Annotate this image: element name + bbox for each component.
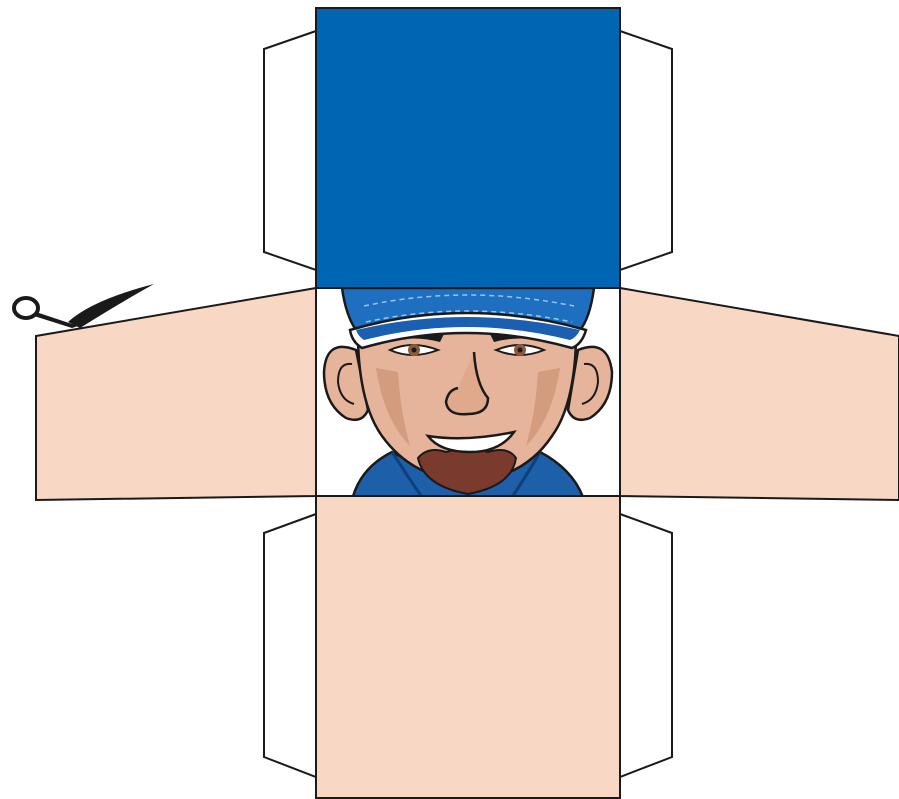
top-panel <box>316 8 620 288</box>
glue-flap-bottom-right <box>620 514 672 777</box>
glue-flap-bottom-left <box>264 514 316 777</box>
right-side-panel <box>620 288 899 500</box>
bottom-panel <box>316 496 620 798</box>
glue-flap-top-left <box>264 31 316 270</box>
glue-flap-top-right <box>620 31 672 270</box>
